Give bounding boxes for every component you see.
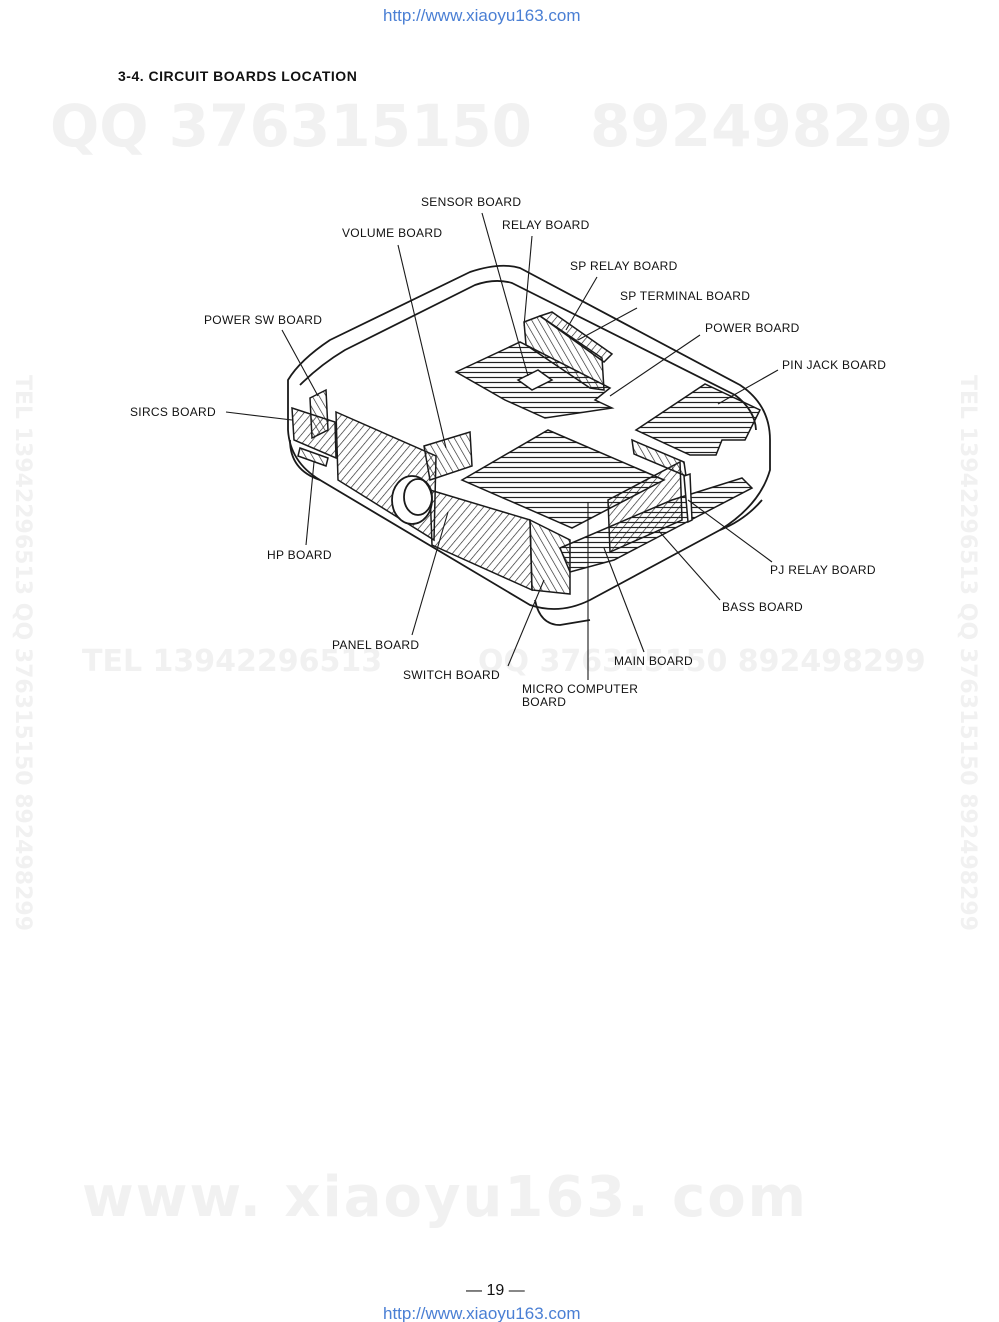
label-main-board: MAIN BOARD — [614, 654, 694, 668]
volume-board-shape — [423, 431, 473, 481]
leader-relay — [523, 235, 533, 327]
pin-jack-board-shape — [634, 383, 762, 456]
leader-hp — [305, 461, 315, 546]
label-hp-board: HP BOARD — [267, 548, 332, 562]
label-bass-board: BASS BOARD — [722, 600, 804, 614]
label-relay-board: RELAY BOARD — [502, 218, 590, 232]
header-url-link[interactable]: http://www.xiaoyu163.com — [383, 6, 581, 25]
label-sircs-board: SIRCS BOARD — [130, 405, 216, 419]
footer-url-link[interactable]: http://www.xiaoyu163.com — [383, 1304, 581, 1322]
leader-power-sw — [281, 329, 319, 397]
watermark-vertical-right: TEL 13942296513 QQ 376315150 892498299 — [955, 375, 980, 932]
label-pj-relay-board: PJ RELAY BOARD — [770, 563, 876, 577]
label-sp-terminal-board: SP TERMINAL BOARD — [620, 289, 751, 303]
sircs-board-shape — [291, 406, 337, 460]
label-switch-board: SWITCH BOARD — [403, 668, 500, 682]
leader-main — [603, 547, 645, 653]
label-pin-jack-board: PIN JACK BOARD — [782, 358, 887, 372]
bass-board-shape — [607, 460, 683, 554]
leader-sircs — [225, 411, 293, 421]
sensor-board-shape — [516, 369, 554, 391]
watermark-vertical-left: TEL 13942296513 QQ 376315150 892498299 — [10, 375, 35, 932]
label-sensor-board: SENSOR BOARD — [421, 195, 522, 209]
label-micro-computer-board-line1: MICRO COMPUTER — [522, 682, 639, 696]
leader-switch — [507, 579, 545, 667]
leader-volume — [397, 244, 447, 449]
leader-sp-relay — [565, 276, 598, 331]
watermark-tel-mid: TEL 13942296513 — [82, 644, 383, 679]
label-power-board: POWER BOARD — [705, 321, 800, 335]
label-power-sw-board: POWER SW BOARD — [204, 313, 323, 327]
leader-pj-relay — [687, 499, 773, 563]
sp-relay-board-shape — [538, 311, 614, 363]
label-micro-computer-board-line2: BOARD — [522, 695, 567, 709]
leader-power — [609, 334, 701, 397]
label-sp-relay-board: SP RELAY BOARD — [570, 259, 678, 273]
label-panel-board: PANEL BOARD — [332, 638, 420, 652]
hp-board-shape — [297, 447, 329, 467]
leader-sensor — [481, 212, 529, 377]
watermark-qq-right: 892498299 — [590, 92, 954, 160]
watermark-qq-mid: QQ 376315150 892498299 — [478, 644, 926, 679]
watermark-footer: www. xiaoyu163. com — [82, 1165, 809, 1230]
section-title: 3-4. CIRCUIT BOARDS LOCATION — [118, 68, 358, 84]
leader-pin-jack — [717, 369, 779, 405]
leader-bass — [657, 529, 721, 601]
switch-board-side-shape — [529, 518, 571, 595]
leader-sp-terminal — [577, 307, 638, 341]
label-volume-board: VOLUME BOARD — [342, 226, 443, 240]
chassis-base — [289, 439, 763, 626]
leader-panel — [411, 511, 449, 636]
page-number: — 19 — — [466, 1282, 525, 1299]
watermark-qq-left: QQ 376315150 — [50, 92, 533, 160]
pj-relay-side-shape — [683, 472, 693, 524]
